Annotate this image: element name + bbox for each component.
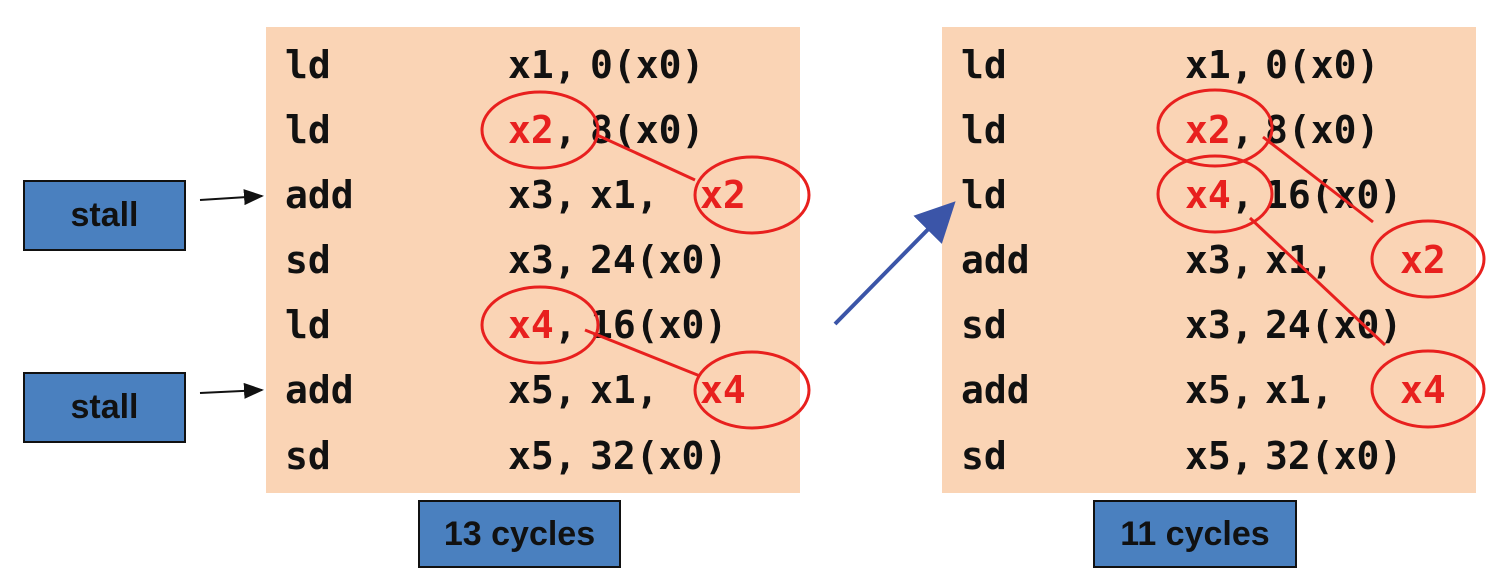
- instruction-mnemonic: add: [961, 238, 1030, 282]
- dependent-register: x2: [700, 173, 746, 217]
- instruction-operand: x1,: [590, 173, 659, 217]
- stall-label-1: stall: [23, 180, 186, 251]
- dependency-line: [596, 133, 696, 182]
- instruction-mnemonic: sd: [285, 238, 331, 282]
- instruction-operand: x3,: [508, 173, 577, 217]
- instruction-operand: x1,: [1265, 238, 1334, 282]
- instruction-operand: x3,: [508, 238, 577, 282]
- highlight-circle: [693, 350, 811, 430]
- stall-arrow: [199, 189, 264, 206]
- dependency-line: [1248, 216, 1387, 347]
- highlight-circle: [1156, 154, 1274, 234]
- instruction-operand: x1,: [508, 43, 577, 87]
- dependent-register: x4: [508, 303, 554, 347]
- highlight-circle: [480, 90, 600, 170]
- instruction-mnemonic: ld: [961, 173, 1007, 217]
- instruction-mnemonic: add: [285, 368, 354, 412]
- instruction-operand: x5,: [1185, 368, 1254, 412]
- instruction-mnemonic: sd: [961, 434, 1007, 478]
- instruction-mnemonic: add: [961, 368, 1030, 412]
- instruction-mnemonic: ld: [961, 43, 1007, 87]
- dependent-register: x4: [700, 368, 746, 412]
- stall-label-2: stall: [23, 372, 186, 443]
- instruction-mnemonic: ld: [961, 108, 1007, 152]
- instruction-operand: x1,: [590, 368, 659, 412]
- highlight-circle: [480, 285, 600, 365]
- instruction-operand: 8(x0): [590, 108, 705, 152]
- instruction-operand: 16(x0): [590, 303, 728, 347]
- instruction-operand: x3,: [1185, 238, 1254, 282]
- highlight-circle: [1156, 88, 1274, 168]
- highlight-circle: [1370, 219, 1486, 299]
- instruction-operand: x5,: [1185, 434, 1254, 478]
- instruction-operand: ,: [1231, 108, 1254, 152]
- instruction-operand: x1,: [1185, 43, 1254, 87]
- dependent-register: x4: [1400, 368, 1446, 412]
- stall-arrow: [199, 382, 264, 399]
- instruction-operand: 16(x0): [1265, 173, 1403, 217]
- instruction-operand: x1,: [1265, 368, 1334, 412]
- dependent-register: x2: [1400, 238, 1446, 282]
- instruction-operand: 0(x0): [590, 43, 705, 87]
- dependency-line: [1262, 135, 1374, 224]
- instruction-mnemonic: ld: [285, 43, 331, 87]
- instruction-operand: ,: [1231, 173, 1254, 217]
- instruction-operand: ,: [554, 303, 577, 347]
- highlight-circle: [1370, 349, 1486, 429]
- instruction-operand: x5,: [508, 368, 577, 412]
- highlight-circle: [693, 155, 811, 235]
- dependent-register: x2: [508, 108, 554, 152]
- instruction-operand: x5,: [508, 434, 577, 478]
- instruction-mnemonic: ld: [285, 108, 331, 152]
- instruction-mnemonic: sd: [961, 303, 1007, 347]
- instruction-operand: 8(x0): [1265, 108, 1380, 152]
- cycles-label-reordered: 11 cycles: [1093, 500, 1297, 568]
- instruction-operand: ,: [554, 108, 577, 152]
- instruction-mnemonic: add: [285, 173, 354, 217]
- instruction-operand: 0(x0): [1265, 43, 1380, 87]
- transform-arrow: [833, 201, 956, 326]
- dependent-register: x4: [1185, 173, 1231, 217]
- cycles-label-original: 13 cycles: [418, 500, 621, 568]
- dependent-register: x2: [1185, 108, 1231, 152]
- instruction-mnemonic: sd: [285, 434, 331, 478]
- instruction-operand: 32(x0): [590, 434, 728, 478]
- instruction-operand: 24(x0): [590, 238, 728, 282]
- instruction-mnemonic: ld: [285, 303, 331, 347]
- instruction-operand: 32(x0): [1265, 434, 1403, 478]
- dependency-line: [584, 328, 701, 378]
- instruction-operand: x3,: [1185, 303, 1254, 347]
